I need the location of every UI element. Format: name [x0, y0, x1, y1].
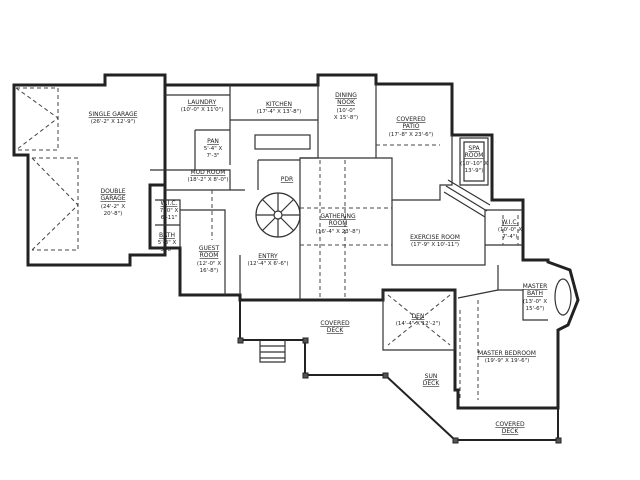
room-name: ENTRY — [258, 253, 278, 260]
room-kitchen: KITCHEN (17'-4" X 13'-8") — [257, 101, 302, 115]
room-powder: PDR — [281, 176, 293, 183]
room-spa-room: SPA ROOM (10'-10" X 13'-9") — [460, 145, 488, 174]
room-name: PATIO — [402, 123, 419, 130]
room-double-garage: DOUBLE GARAGE (24'-2" X 20'-8") — [100, 188, 125, 217]
room-name: BATH — [159, 232, 175, 239]
room-laundry: LAUNDRY (10'-0" X 11'0") — [181, 99, 224, 113]
room-name: DINING — [335, 92, 357, 99]
room-entry: ENTRY (12'-4" X 6'-6") — [247, 253, 288, 267]
room-covered-patio: COVERED PATIO (17'-8" X 23'-6") — [389, 116, 434, 138]
room-dimensions: (10'-0" — [337, 108, 356, 114]
room-name: KITCHEN — [266, 101, 292, 108]
room-name: MUD ROOM — [191, 169, 226, 176]
room-dimensions: 13'-9") — [465, 168, 484, 174]
room-dimensions: 16'-8") — [200, 268, 219, 274]
room-name: PDR — [281, 176, 293, 183]
room-pantry: PAN 5'-4" X 7'-3" — [204, 138, 223, 159]
room-exercise-room: EXERCISE ROOM (17'-9" X 10'-11") — [410, 234, 460, 248]
room-name: DOUBLE — [101, 188, 126, 195]
room-name: COVERED — [320, 320, 350, 327]
room-dimensions: 15'-6") — [526, 306, 545, 312]
room-name: DEN — [412, 313, 425, 320]
room-wic-master: W.I.C. (10'-0" X 7'-4") — [498, 219, 522, 240]
room-dimensions: (14'-4" X 12'-2") — [396, 321, 441, 327]
covered-deck-front-outline — [239, 300, 559, 441]
room-name: SINGLE GARAGE — [89, 111, 138, 118]
room-gathering-room: GATHERING ROOM (16'-4" X 23'-8") — [316, 213, 361, 235]
room-name: DECK — [423, 380, 441, 387]
room-covered-deck-front: COVERED DECK — [320, 320, 350, 334]
room-dimensions: 20'-8") — [104, 211, 123, 217]
room-name: W.I.C. — [502, 219, 519, 226]
deck-stairs — [259, 340, 286, 363]
room-dimensions: 5'-4" X — [204, 146, 223, 152]
room-dimensions: 5'-3" X — [158, 240, 177, 246]
room-name: ROOM — [465, 152, 484, 159]
room-wic-guest: W.I.C. 7'-0" X 6'-11" — [160, 200, 179, 221]
garage-walls — [12, 73, 167, 267]
master-tub — [554, 278, 572, 316]
room-name: COVERED — [495, 421, 525, 428]
room-name: GUEST — [199, 245, 220, 252]
room-name: ROOM — [200, 252, 219, 259]
room-dimensions: 7'-4") — [502, 234, 517, 240]
room-name: SPA — [468, 145, 480, 152]
room-dimensions: (16'-4" X 23'-8") — [316, 229, 361, 235]
room-dimensions: (10'-0" X — [498, 227, 522, 233]
deck-posts — [237, 337, 562, 444]
room-master-bath: MASTER BATH (13'-0" X 15'-6") — [523, 283, 548, 312]
room-dimensions: 6'-11" — [161, 215, 178, 221]
room-name: GATHERING — [320, 213, 356, 220]
room-dimensions: 5'-0" — [160, 247, 173, 253]
room-name: DECK — [502, 428, 520, 435]
garage-door-single — [15, 87, 59, 151]
room-name: DECK — [327, 327, 345, 334]
room-dimensions: (17'-9" X 10'-11") — [411, 242, 459, 248]
room-name: COVERED — [396, 116, 426, 123]
room-dimensions: X 15'-8") — [334, 115, 358, 121]
room-name: PAN — [207, 138, 219, 145]
room-name: SUN — [425, 373, 438, 380]
room-name: BATH — [527, 290, 543, 297]
room-dimensions: (24'-2" X — [101, 204, 125, 210]
room-dimensions: (13'-0" X — [523, 299, 547, 305]
room-name: ROOM — [329, 220, 348, 227]
room-name: NOOK — [337, 99, 356, 106]
room-name: LAUNDRY — [188, 99, 217, 106]
room-dimensions: (26'-2" X 12'-9") — [91, 119, 136, 125]
room-name: MASTER — [523, 283, 548, 290]
room-dimensions: (17'-4" X 13'-8") — [257, 109, 302, 115]
spiral-staircase — [255, 192, 301, 238]
room-mud-room: MUD ROOM (18'-2" X 8'-0") — [187, 169, 228, 183]
room-guest-room: GUEST ROOM (12'-0" X 16'-8") — [197, 245, 221, 274]
interior-walls — [150, 75, 548, 351]
room-dimensions: (17'-8" X 23'-6") — [389, 132, 434, 138]
room-dimensions: (10'-10" X — [460, 161, 488, 167]
room-name: EXERCISE ROOM — [410, 234, 460, 241]
kitchen-island — [254, 134, 311, 150]
room-bath: BATH 5'-3" X 5'-0" — [158, 232, 177, 253]
room-den: DEN (14'-4" X 12'-2") — [396, 313, 441, 327]
garage-door-double — [31, 157, 79, 251]
room-covered-deck-rear: COVERED DECK — [495, 421, 525, 435]
room-dimensions: (18'-2" X 8'-0") — [187, 177, 228, 183]
room-dimensions: (12'-0" X — [197, 261, 221, 267]
room-single-garage: SINGLE GARAGE (26'-2" X 12'-9") — [89, 111, 138, 125]
room-dimensions: (19'-9" X 19'-6") — [485, 358, 530, 364]
dashed-beams — [211, 144, 519, 400]
room-name: W.I.C. — [161, 200, 178, 207]
room-dimensions: (10'-0" X 11'0") — [181, 107, 224, 113]
room-dimensions: 7'-0" X — [160, 208, 179, 214]
room-name: MASTER BEDROOM — [478, 350, 536, 357]
room-dimensions: 7'-3" — [206, 153, 219, 159]
room-master-bedroom: MASTER BEDROOM (19'-9" X 19'-6") — [478, 350, 536, 364]
room-sun-deck: SUN DECK — [423, 373, 441, 387]
room-name: GARAGE — [100, 195, 125, 202]
room-dining-nook: DINING NOOK (10'-0" X 15'-8") — [334, 92, 358, 121]
room-dimensions: (12'-4" X 6'-6") — [247, 261, 288, 267]
